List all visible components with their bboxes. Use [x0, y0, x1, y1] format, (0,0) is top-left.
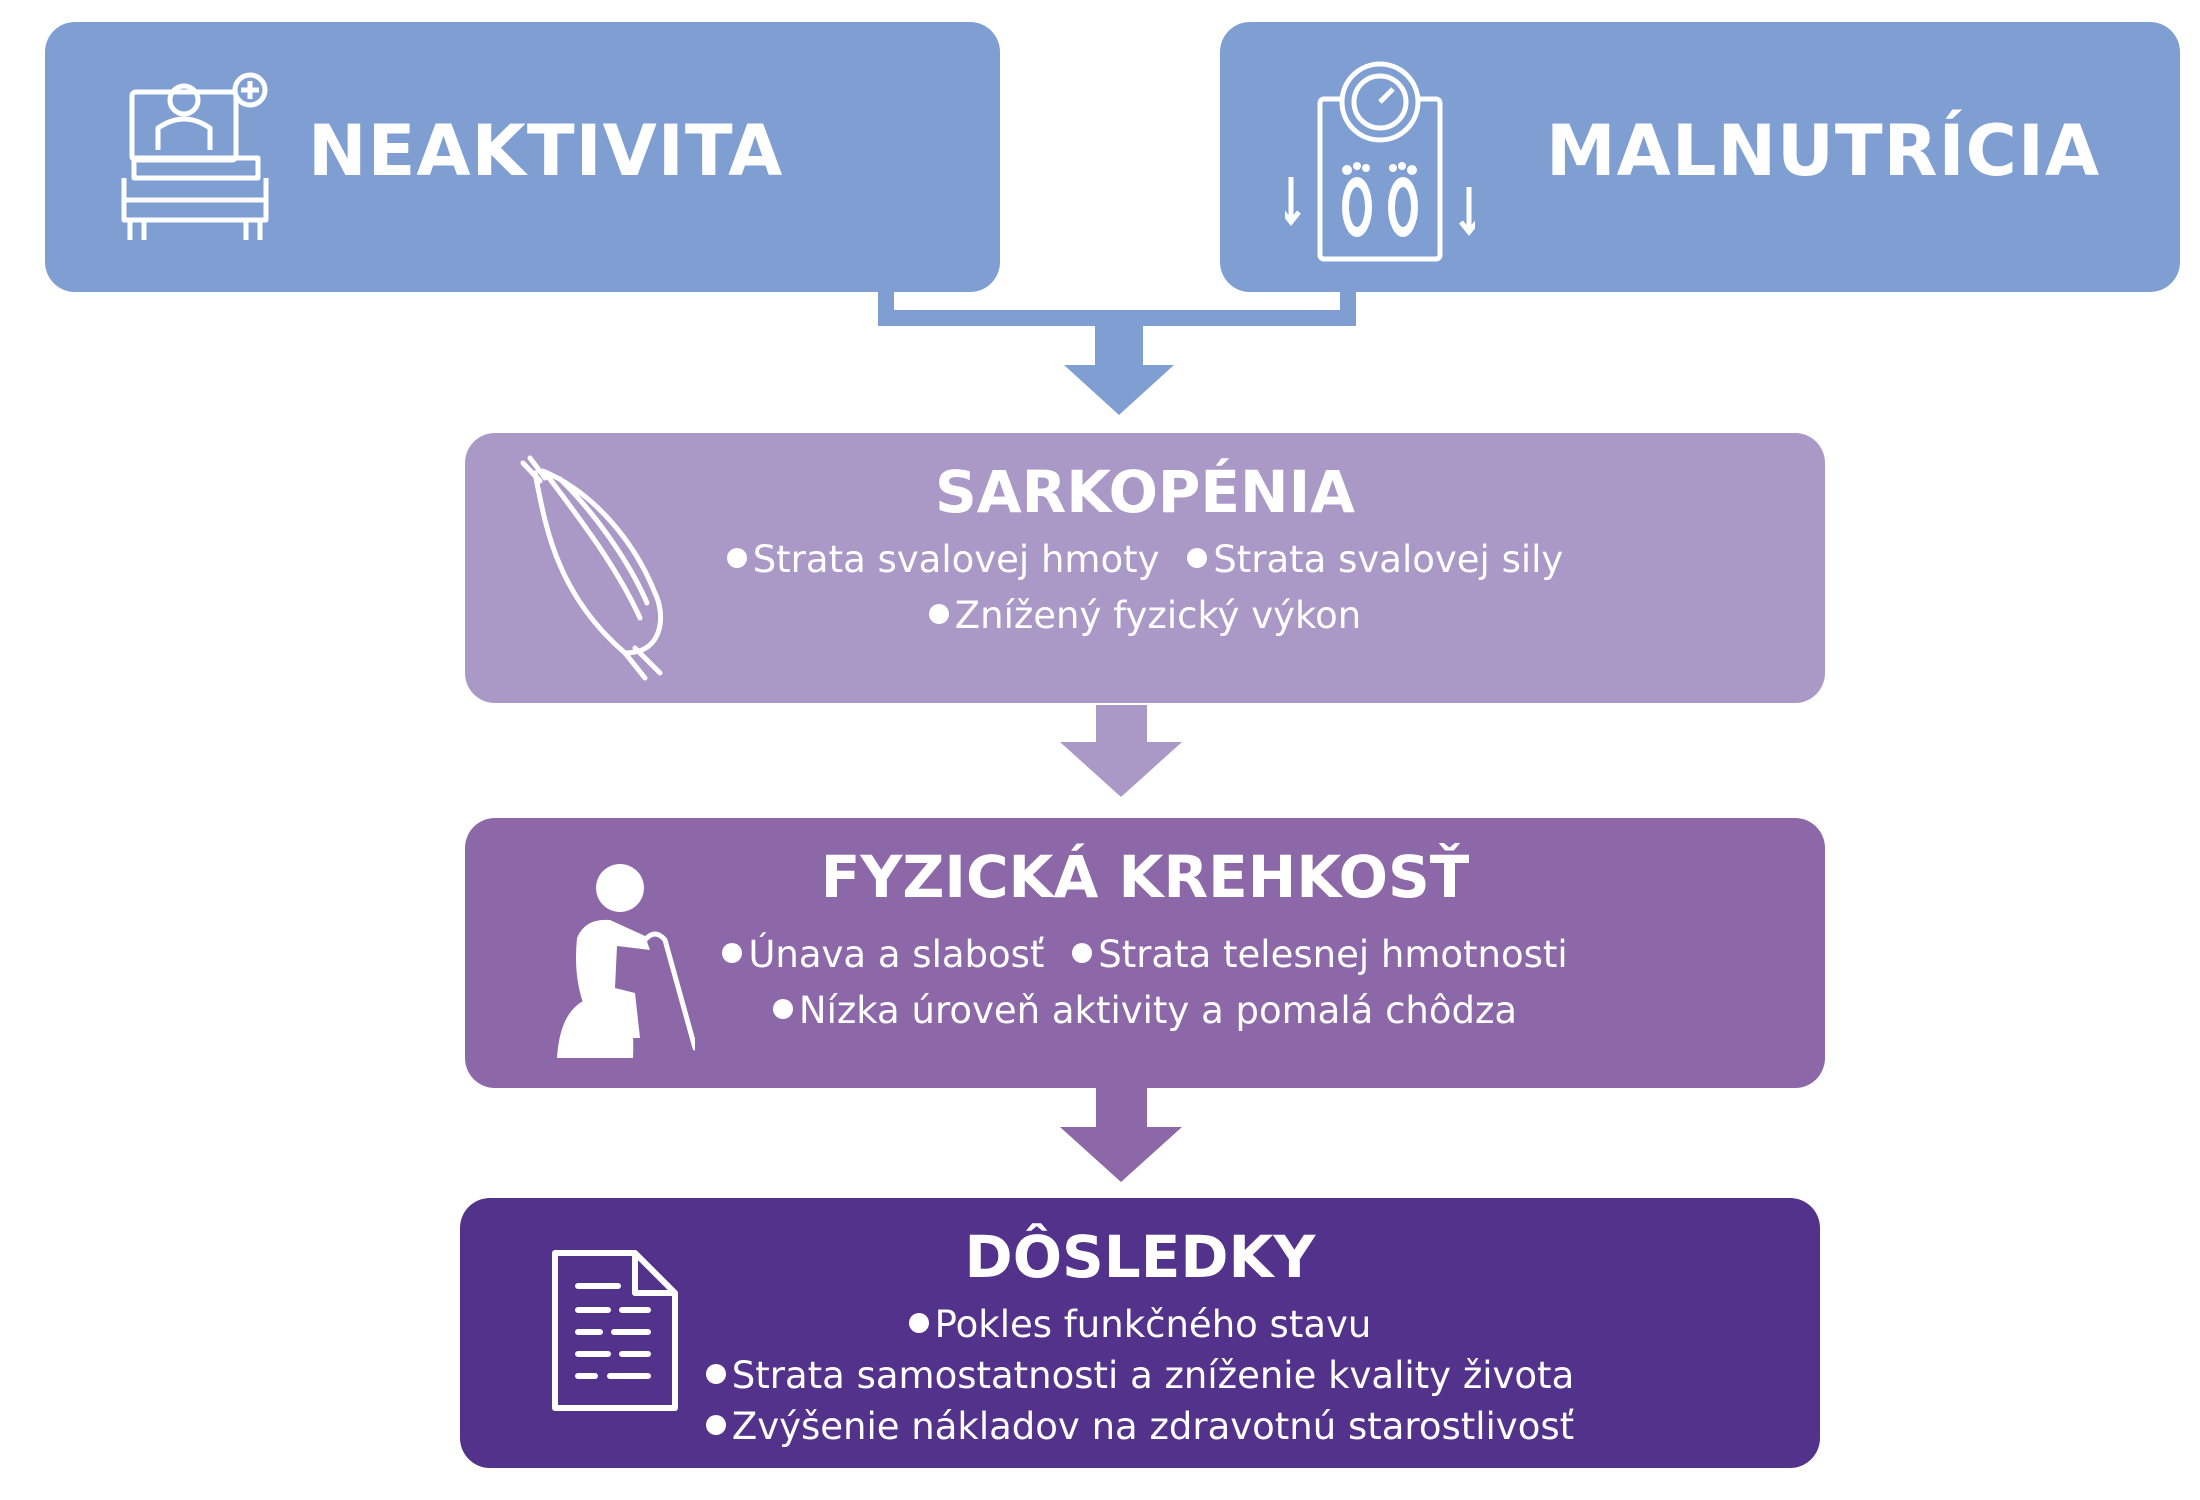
- malnutricia-title: MALNUTRÍCIA: [1546, 110, 2101, 192]
- weight-scale-icon: [1285, 61, 1475, 262]
- arrow-to-krehkost: [1060, 705, 1182, 797]
- sarkopenia-title: SARKOPÉNIA: [934, 458, 1356, 526]
- sarkopenia-bullets: Strata svalovej hmoty Strata svalovej si…: [465, 538, 1825, 650]
- neaktivita-box: NEAKTIVITA: [45, 22, 1000, 292]
- bullet-item: Znížený fyzický výkon: [929, 594, 1361, 637]
- arrow-to-dosledky: [1060, 1088, 1182, 1182]
- document-icon: [552, 1250, 678, 1411]
- bullet-item: Pokles funkčného stavu: [909, 1303, 1372, 1346]
- malnutricia-box: MALNUTRÍCIA: [1220, 22, 2180, 292]
- krehkost-box: FYZICKÁ KREHKOSŤ Únava a slabosť Strata …: [465, 818, 1825, 1088]
- dosledky-box: DÔSLEDKY Pokles funkčného stavu Strata s…: [460, 1198, 1820, 1468]
- merge-bracket: [878, 287, 1356, 326]
- bullet-item: Zvýšenie nákladov na zdravotnú starostli…: [706, 1405, 1574, 1448]
- arrow-to-sarkopenia: [1064, 325, 1174, 415]
- bed-patient-icon: [121, 72, 269, 240]
- sarkopenia-box: SARKOPÉNIA Strata svalovej hmoty Strata …: [465, 433, 1825, 703]
- bullet-item: Nízka úroveň aktivity a pomalá chôdza: [773, 989, 1517, 1032]
- krehkost-bullets: Únava a slabosť Strata telesnej hmotnost…: [465, 933, 1825, 1045]
- krehkost-title: FYZICKÁ KREHKOSŤ: [820, 843, 1470, 911]
- dosledky-title: DÔSLEDKY: [964, 1223, 1316, 1291]
- elderly-person-cane-icon: [557, 864, 695, 1058]
- bullet-item: Strata svalovej sily: [1187, 538, 1563, 581]
- bullet-item: Strata svalovej hmoty: [727, 538, 1160, 581]
- neaktivita-title: NEAKTIVITA: [308, 110, 784, 192]
- bullet-item: Strata telesnej hmotnosti: [1072, 933, 1567, 976]
- bullet-item: Únava a slabosť: [722, 933, 1044, 976]
- bullet-item: Strata samostatnosti a zníženie kvality …: [706, 1354, 1575, 1397]
- muscle-icon: [520, 455, 663, 681]
- dosledky-bullets: Pokles funkčného stavu Strata samostatno…: [460, 1303, 1820, 1456]
